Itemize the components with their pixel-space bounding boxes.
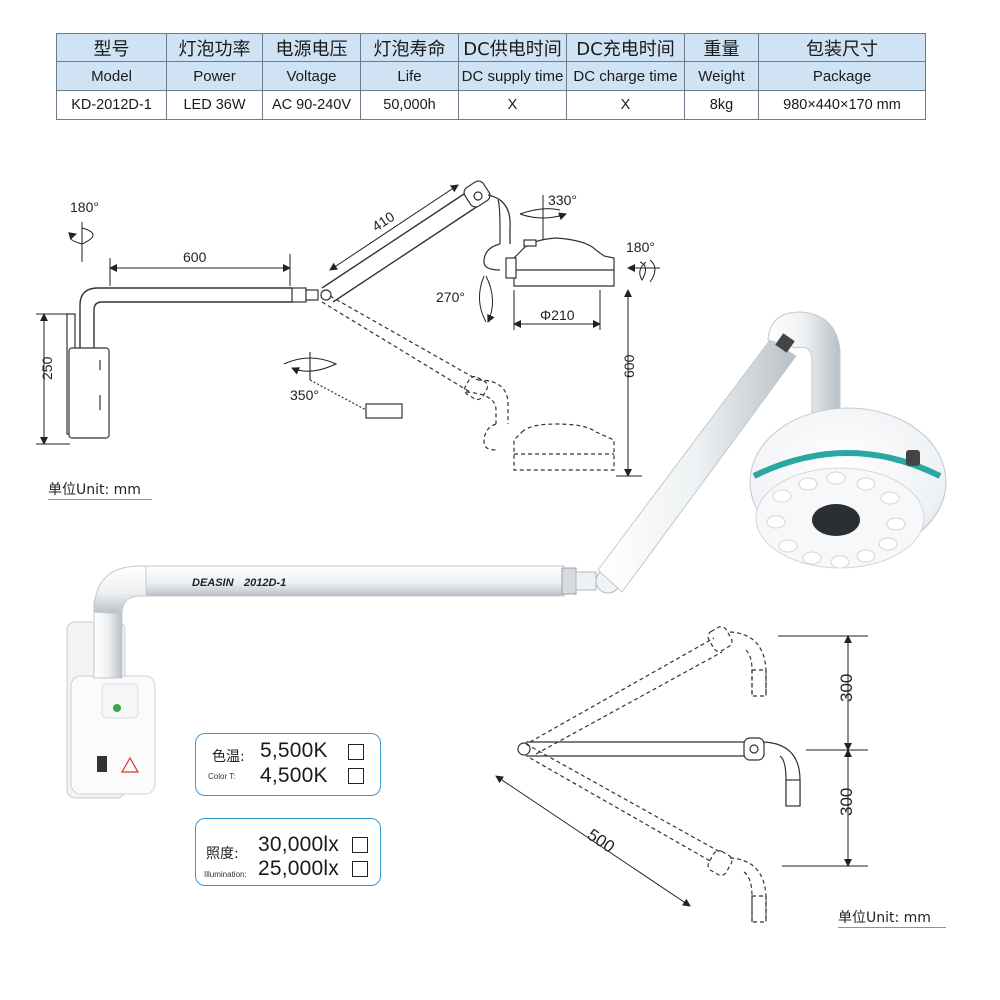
rot-left-label: 180° (70, 199, 99, 215)
header-life-zh: 灯泡寿命 (360, 33, 459, 62)
color-temp-label-en: Color T: (208, 772, 236, 781)
header-voltage-en: Voltage (262, 61, 361, 91)
value-life: 50,000h (360, 90, 459, 120)
diagonal-arm (597, 339, 797, 593)
power-indicator-icon (113, 704, 121, 712)
top-dimension-lines (36, 184, 642, 477)
header-package-en: Package (758, 61, 926, 91)
top-arm-1 (79, 287, 292, 348)
unit-underline-top (48, 499, 152, 500)
color-temp-value-1: 5,500K (260, 739, 328, 762)
illumination-label-en: Illumination: (204, 870, 247, 879)
dim-arm2-label: 410 (369, 208, 397, 234)
value-package: 980×440×170 mm (758, 90, 926, 120)
color-temp-checkbox-2[interactable] (348, 768, 364, 784)
unit-label-top: 单位Unit: mm (48, 479, 152, 500)
bottom-dimension-lines (495, 635, 868, 907)
header-weight-en: Weight (684, 61, 759, 91)
bottom-range-diagram (517, 626, 801, 923)
header-dc-supply-zh: DC供电时间 (458, 33, 567, 62)
dim-height-label: 250 (39, 356, 55, 380)
product-illustration: DEASIN 2012D-1 (66, 311, 947, 799)
unit-label-bottom-text: 单位Unit: mm (838, 910, 931, 926)
dim-head-label: Φ210 (540, 307, 575, 323)
value-voltage: AC 90-240V (262, 90, 361, 120)
horizontal-arm (145, 565, 565, 597)
header-model-zh: 型号 (56, 33, 167, 62)
header-power-en: Power (166, 61, 263, 91)
color-temp-checkbox-1[interactable] (348, 744, 364, 760)
model-label: 2012D-1 (243, 577, 286, 589)
power-switch (97, 756, 107, 772)
value-dc-charge: X (566, 90, 685, 120)
top-arm-2 (321, 189, 479, 303)
header-weight-zh: 重量 (684, 33, 759, 62)
lamp-lens (812, 504, 860, 536)
bottom-arm-solid (526, 741, 748, 757)
header-dc-charge-zh: DC充电时间 (566, 33, 685, 62)
top-dimension-diagram (66, 180, 615, 471)
rot-head-label: 180° (626, 239, 655, 255)
dim-arm-label: 500 (584, 825, 618, 857)
illumination-value-2: 25,000lx (258, 857, 339, 880)
rot-base-label: 350° (290, 387, 319, 403)
color-temp-value-2: 4,500K (260, 764, 328, 787)
color-temp-box: 色温: Color T: 5,500K 4,500K (195, 733, 381, 796)
header-row-zh: 型号 灯泡功率 电源电压 灯泡寿命 DC供电时间 DC充电时间 重量 包装尺寸 (56, 33, 926, 62)
spec-table: 型号 灯泡功率 电源电压 灯泡寿命 DC供电时间 DC充电时间 重量 包装尺寸 … (56, 33, 926, 120)
dim-drop-label: 600 (621, 354, 637, 378)
color-temp-label-zh: 色温: (212, 749, 245, 765)
brand-label: DEASIN (192, 577, 235, 589)
header-dc-charge-en: DC charge time (566, 61, 685, 91)
header-model-en: Model (56, 61, 167, 91)
header-package-zh: 包装尺寸 (758, 33, 926, 62)
top-rotation-marks (68, 195, 660, 375)
top-control-box (68, 347, 110, 439)
dim-down-label: 300 (837, 788, 856, 816)
illumination-checkbox-1[interactable] (352, 837, 368, 853)
unit-underline-bottom (838, 927, 946, 928)
illumination-checkbox-2[interactable] (352, 861, 368, 877)
header-row-en: Model Power Voltage Life DC supply time … (56, 61, 926, 91)
value-weight: 8kg (684, 90, 759, 120)
top-base-box (365, 403, 403, 419)
header-dc-supply-en: DC supply time (458, 61, 567, 91)
unit-label-top-text: 单位Unit: mm (48, 482, 141, 498)
warning-icon (120, 756, 140, 773)
dim-up-label: 300 (837, 674, 856, 702)
illumination-box: 照度: Illumination: 30,000lx 25,000lx (195, 818, 381, 886)
illumination-value-1: 30,000lx (258, 833, 339, 856)
dim-arm1-label: 600 (183, 249, 207, 265)
illumination-label-zh: 照度: (206, 846, 239, 862)
rot-top-label: 330° (548, 192, 577, 208)
value-power: LED 36W (166, 90, 263, 120)
rot-side-label: 270° (436, 289, 465, 305)
value-dc-supply: X (458, 90, 567, 120)
unit-label-bottom: 单位Unit: mm (838, 907, 946, 928)
value-row: KD-2012D-1 LED 36W AC 90-240V 50,000h X … (56, 90, 926, 120)
value-model: KD-2012D-1 (56, 90, 167, 120)
